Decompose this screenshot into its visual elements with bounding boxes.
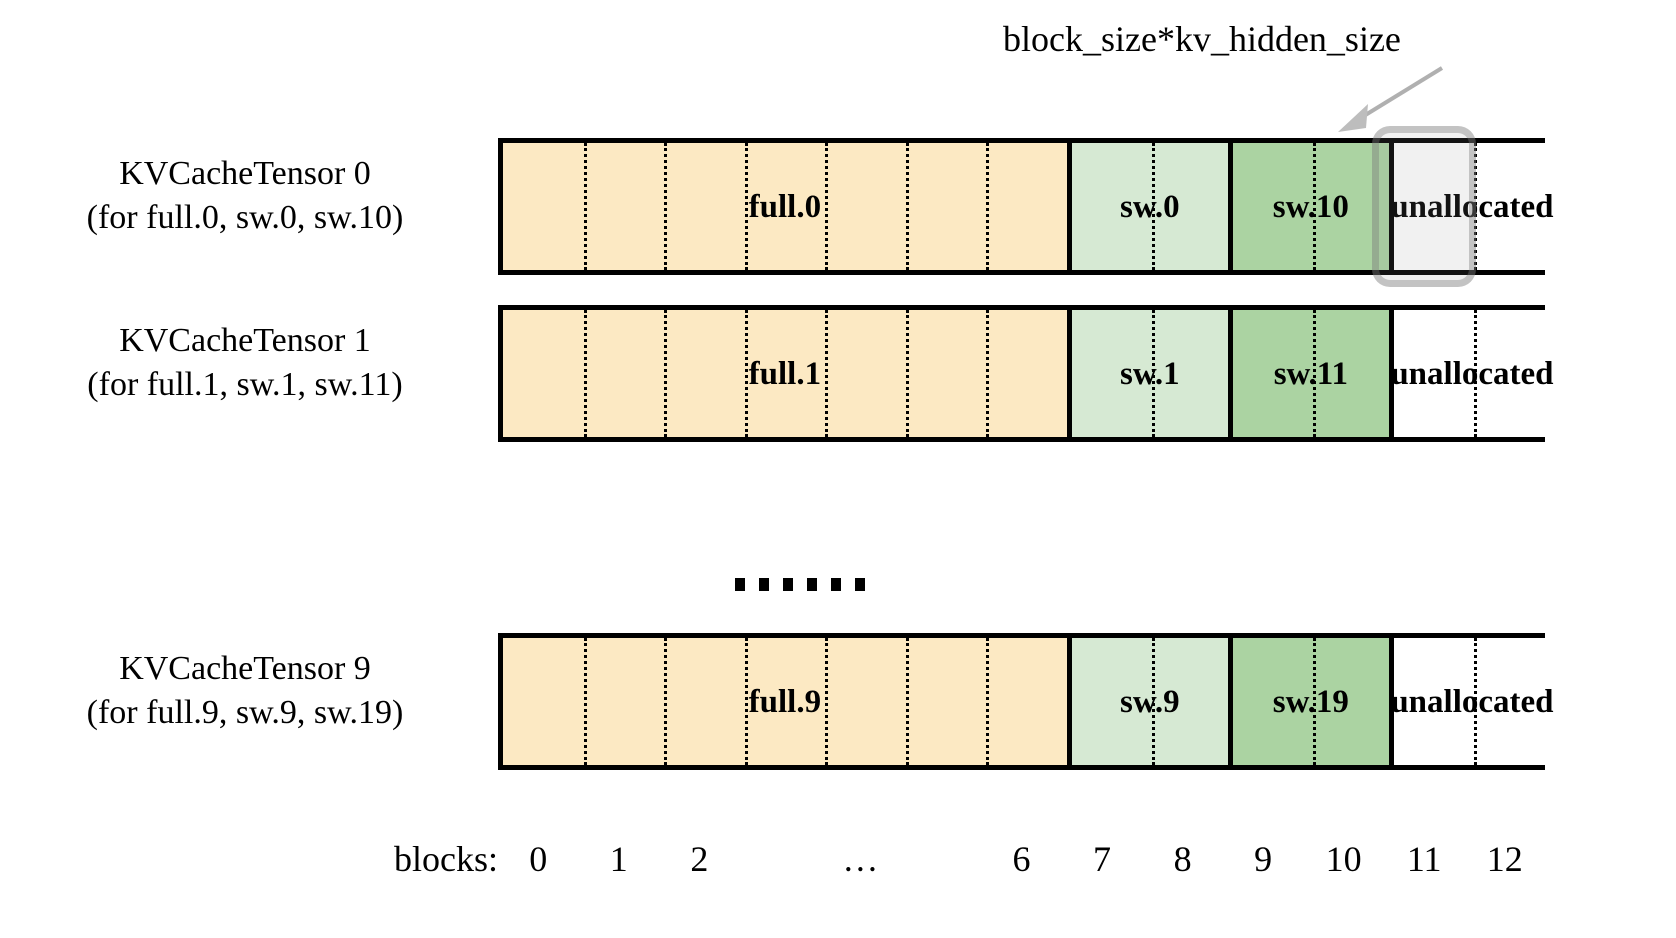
axis-tick-label: 0 [529, 839, 548, 879]
block-divider-dotted [986, 638, 990, 765]
bar-segment-label: sw.19 [1272, 683, 1349, 720]
ellipsis-dot [831, 578, 841, 591]
block-divider-dotted [1313, 143, 1317, 270]
block-divider-dotted [1474, 310, 1478, 437]
bar-segment-label: sw.1 [1119, 355, 1180, 392]
block-divider-dotted [1152, 310, 1156, 437]
bar-segment-label: unallocated [1390, 355, 1554, 392]
ellipsis-dot [759, 578, 769, 591]
block-divider-dotted [744, 638, 748, 765]
tensor-row-label-line2: (for full.9, sw.9, sw.19) [86, 694, 404, 731]
axis-tick-label: 11 [1406, 839, 1442, 879]
bar-segment-label: full.1 [748, 355, 822, 392]
tensor-row-label-line2: (for full.0, sw.0, sw.10) [86, 199, 404, 236]
tensor-row-label-line1: KVCacheTensor 9 [119, 650, 371, 687]
bar-segment[interactable]: unallocated [1388, 143, 1554, 270]
bar-segment[interactable]: unallocated [1388, 310, 1554, 437]
block-divider-dotted [744, 310, 748, 437]
bar-segment[interactable]: unallocated [1388, 638, 1554, 765]
kvcache-tensor-bar[interactable]: full.9 sw.9 sw.19 unallocated [498, 633, 1554, 770]
kvcache-tensor-bar[interactable]: full.1 sw.1 sw.11 unallocated [498, 305, 1554, 442]
block-divider-dotted [1152, 143, 1156, 270]
axis-tick-label: … [842, 839, 879, 879]
axis-tick-label: 12 [1486, 839, 1523, 879]
tensor-row-label: KVCacheTensor 1 (for full.1, sw.1, sw.11) [10, 319, 480, 407]
annotation-arrow [1337, 66, 1443, 132]
ellipsis-dot [735, 578, 745, 591]
bar-segment-label: sw.9 [1119, 683, 1180, 720]
axis-tick-label: 1 [609, 839, 628, 879]
block-divider-dotted [1152, 638, 1156, 765]
tensor-row-label-line2: (for full.1, sw.1, sw.11) [87, 366, 403, 403]
bar-segment[interactable]: sw.0 [1066, 143, 1228, 270]
block-divider-dotted [905, 310, 909, 437]
axis-tick-label: 8 [1173, 839, 1192, 879]
axis-tick-label: 10 [1325, 839, 1362, 879]
tensor-row-label: KVCacheTensor 9 (for full.9, sw.9, sw.19) [10, 647, 480, 735]
block-divider-dotted [825, 310, 829, 437]
bar-segment[interactable]: full.0 [503, 143, 1067, 270]
kvcache-tensor-bar[interactable]: full.0 sw.0 sw.10 unallocated [498, 138, 1554, 275]
bar-segment-label: full.9 [748, 683, 822, 720]
block-divider-dotted [905, 638, 909, 765]
rows-ellipsis [735, 578, 865, 591]
bar-segment-label: full.0 [748, 188, 822, 225]
block-divider-dotted [1313, 638, 1317, 765]
bar-segment-label: unallocated [1390, 683, 1554, 720]
block-divider-dotted [1474, 143, 1478, 270]
annotation-block-size: block_size*kv_hidden_size [1003, 19, 1401, 59]
axis-tick-label: 9 [1254, 839, 1273, 879]
block-divider-dotted [664, 638, 668, 765]
tensor-row-label-line1: KVCacheTensor 0 [119, 155, 371, 192]
block-divider-dotted [1474, 638, 1478, 765]
block-divider-dotted [664, 143, 668, 270]
block-divider-dotted [986, 310, 990, 437]
bar-segment[interactable]: full.9 [503, 638, 1067, 765]
bar-segment[interactable]: full.1 [503, 310, 1067, 437]
tensor-row-label: KVCacheTensor 0 (for full.0, sw.0, sw.10) [10, 152, 480, 240]
block-divider-dotted [583, 310, 587, 437]
block-divider-dotted [583, 143, 587, 270]
block-divider-dotted [664, 310, 668, 437]
block-divider-dotted [905, 143, 909, 270]
bar-segment[interactable]: sw.19 [1227, 638, 1389, 765]
block-divider-dotted [744, 143, 748, 270]
ellipsis-dot [807, 578, 817, 591]
bar-segment[interactable]: sw.10 [1227, 143, 1389, 270]
bar-segment-label: sw.0 [1119, 188, 1180, 225]
axis-tick-label: 7 [1093, 839, 1112, 879]
axis-title: blocks: [394, 839, 498, 879]
block-divider-dotted [825, 143, 829, 270]
block-divider-dotted [583, 638, 587, 765]
axis-tick-label: 2 [690, 839, 709, 879]
block-divider-dotted [825, 638, 829, 765]
bar-segment[interactable]: sw.9 [1066, 638, 1228, 765]
tensor-row-label-line1: KVCacheTensor 1 [119, 322, 371, 359]
bar-segment-label: sw.11 [1273, 355, 1348, 392]
bar-segment-label: sw.10 [1272, 188, 1349, 225]
ellipsis-dot [783, 578, 793, 591]
block-divider-dotted [1313, 310, 1317, 437]
bar-segment[interactable]: sw.1 [1066, 310, 1228, 437]
bar-segment[interactable]: sw.11 [1227, 310, 1389, 437]
bar-segment-label: unallocated [1390, 188, 1554, 225]
block-divider-dotted [986, 143, 990, 270]
ellipsis-dot [855, 578, 865, 591]
axis-tick-label: 6 [1012, 839, 1031, 879]
